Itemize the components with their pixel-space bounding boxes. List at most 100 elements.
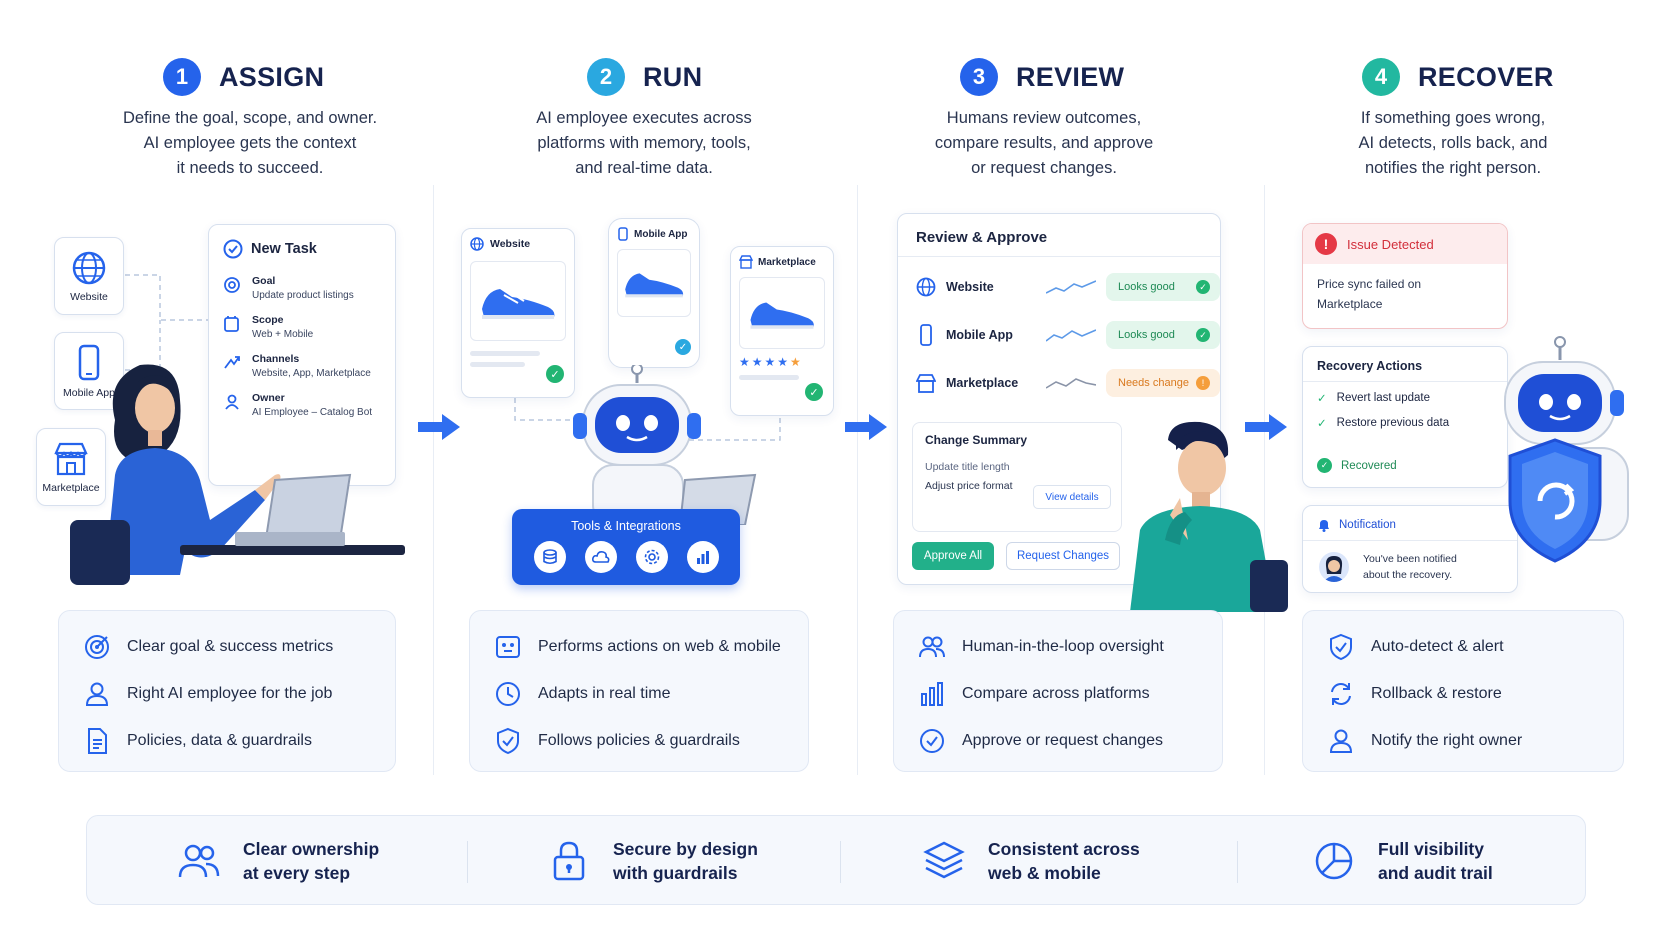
check-icon: ✓ bbox=[1317, 418, 1327, 430]
share-icon bbox=[224, 356, 240, 369]
layers-icon bbox=[923, 841, 965, 879]
review-card-title: Review & Approve bbox=[916, 229, 1048, 246]
robot-illustration bbox=[573, 365, 757, 525]
users-icon bbox=[919, 636, 945, 657]
recovered-status: ✓Recovered bbox=[1317, 458, 1397, 473]
refresh-icon bbox=[1331, 682, 1351, 705]
summary-item: Update title length bbox=[925, 461, 1010, 473]
avatar bbox=[1319, 552, 1349, 582]
recovery-actions-card: Recovery Actions ✓Revert last update ✓Re… bbox=[1302, 346, 1508, 488]
view-details-button[interactable]: View details bbox=[1033, 485, 1111, 509]
bar-chart-icon bbox=[921, 681, 943, 706]
shield-check-icon bbox=[497, 727, 519, 754]
platform-label: Mobile App bbox=[63, 386, 115, 399]
globe-icon bbox=[72, 251, 106, 284]
platform-label: Website bbox=[70, 290, 108, 303]
shield-check-icon bbox=[1330, 633, 1352, 660]
user-icon bbox=[1329, 729, 1353, 753]
arrow-right-icon bbox=[1245, 414, 1287, 440]
request-changes-button[interactable]: Request Changes bbox=[1006, 542, 1120, 570]
bell-icon bbox=[1319, 520, 1329, 532]
run-features-panel: Performs actions on web & mobile Adapts … bbox=[469, 610, 809, 772]
platform-tile-marketplace: Marketplace bbox=[36, 428, 106, 506]
approve-all-button[interactable]: Approve All bbox=[912, 542, 994, 570]
target-icon bbox=[224, 277, 240, 293]
step-title: RUN bbox=[643, 61, 703, 92]
step-number-badge: 3 bbox=[960, 58, 998, 96]
step-title: REVIEW bbox=[1016, 61, 1125, 92]
globe-icon bbox=[916, 277, 936, 297]
step-3-description: Humans review outcomes,compare results, … bbox=[934, 109, 1154, 177]
step-4-header: 4 RECOVER bbox=[1362, 55, 1554, 99]
alert-icon: ! bbox=[1315, 233, 1337, 255]
feature-item: Rollback & restore bbox=[1327, 670, 1599, 717]
review-platform-name: Marketplace bbox=[946, 376, 1019, 390]
run-card-label: Marketplace bbox=[758, 256, 816, 268]
feature-item: Follows policies & guardrails bbox=[494, 717, 784, 764]
check-circle-icon: ✓ bbox=[1317, 458, 1332, 473]
task-card-title: New Task bbox=[251, 241, 317, 257]
platform-tile-mobile-app: Mobile App bbox=[54, 332, 124, 410]
trend-sparkline bbox=[1046, 280, 1096, 294]
arrow-right-icon bbox=[845, 414, 887, 440]
rating-stars-icon: ★★★★★ bbox=[739, 355, 803, 369]
robot-face-icon bbox=[496, 635, 520, 658]
issue-title: Issue Detected bbox=[1347, 236, 1434, 252]
check-circle-icon bbox=[920, 728, 944, 753]
run-card-website: Website ✓ bbox=[461, 228, 575, 398]
smartphone-icon bbox=[78, 344, 100, 380]
tools-integrations-panel: Tools & Integrations bbox=[512, 509, 740, 585]
review-row-mobile-app: Mobile App Looks good✓ bbox=[916, 318, 1220, 352]
review-row-website: Website Looks good✓ bbox=[916, 270, 1220, 304]
step-1-header: 1 ASSIGN bbox=[163, 55, 324, 99]
database-icon bbox=[533, 541, 566, 573]
recover-features-panel: Auto-detect & alert Rollback & restore N… bbox=[1302, 610, 1624, 772]
bar-chart-icon bbox=[686, 541, 719, 573]
user-icon bbox=[225, 394, 239, 410]
step-title: RECOVER bbox=[1418, 61, 1554, 92]
review-platform-name: Website bbox=[946, 280, 994, 294]
assign-features-panel: Clear goal & success metrics Right AI em… bbox=[58, 610, 396, 772]
globe-icon bbox=[470, 237, 484, 251]
document-icon bbox=[88, 727, 107, 754]
platform-tile-website: Website bbox=[54, 237, 124, 315]
gear-icon bbox=[635, 541, 668, 573]
feature-item: Right AI employee for the job bbox=[83, 670, 371, 717]
sneaker-icon bbox=[750, 302, 814, 329]
feature-item: Human-in-the-loop oversight bbox=[918, 623, 1198, 670]
feature-item: Notify the right owner bbox=[1327, 717, 1599, 764]
robot-shield-illustration bbox=[1504, 336, 1629, 563]
step-number-badge: 4 bbox=[1362, 58, 1400, 96]
feature-item: Clear goal & success metrics bbox=[83, 623, 371, 670]
run-card-marketplace: Marketplace ★★★★★ ✓ bbox=[730, 246, 834, 416]
users-icon bbox=[178, 844, 220, 878]
woman-at-laptop-illustration bbox=[70, 364, 405, 585]
recovery-actions-title: Recovery Actions bbox=[1317, 359, 1423, 373]
cloud-icon bbox=[584, 541, 617, 573]
lock-icon bbox=[553, 841, 585, 881]
storefront-icon bbox=[54, 442, 88, 475]
arrow-right-icon bbox=[418, 414, 460, 440]
status-badge-looks-good: Looks good✓ bbox=[1106, 321, 1220, 349]
step-1-description: Define the goal, scope, and owner.AI emp… bbox=[122, 109, 378, 177]
check-icon: ✓ bbox=[546, 365, 564, 383]
feature-item: Policies, data & guardrails bbox=[83, 717, 371, 764]
check-circle-icon bbox=[223, 239, 243, 259]
tools-title: Tools & Integrations bbox=[571, 519, 681, 533]
feature-item: Adapts in real time bbox=[494, 670, 784, 717]
storefront-icon bbox=[916, 374, 936, 393]
sneaker-icon bbox=[625, 273, 684, 298]
run-card-mobile-app: Mobile App ✓ bbox=[608, 218, 700, 368]
smartphone-icon bbox=[920, 324, 932, 346]
feature-item: Performs actions on web & mobile bbox=[494, 623, 784, 670]
review-row-marketplace: Marketplace Needs change! bbox=[916, 366, 1220, 400]
